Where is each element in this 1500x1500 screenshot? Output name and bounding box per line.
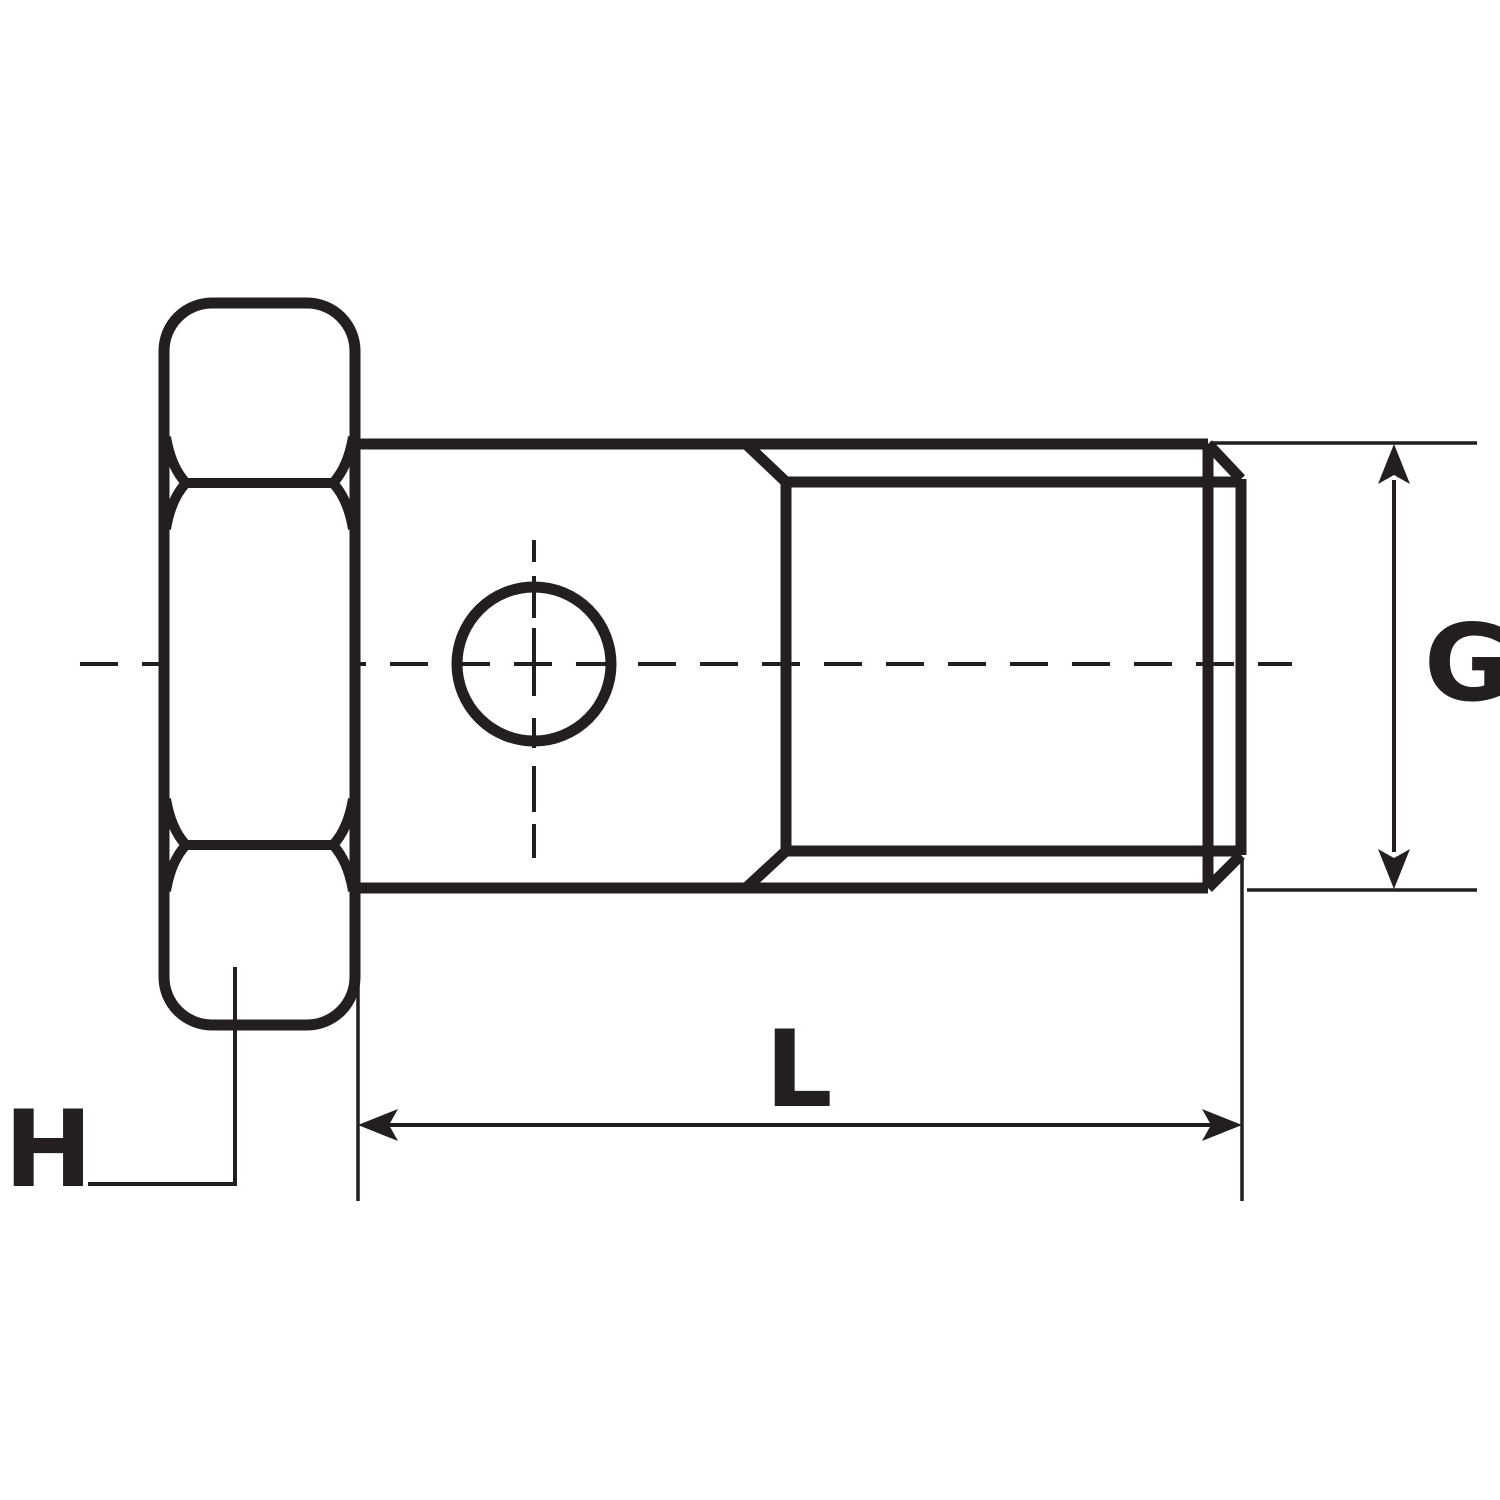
l-arrow-left	[358, 1109, 398, 1141]
g-dimension	[1212, 441, 1477, 892]
cross-hole-circle	[451, 581, 617, 747]
shank-outline	[352, 438, 1214, 894]
l-label: L	[765, 1008, 833, 1131]
bolt-linework	[80, 297, 1477, 1201]
dimension-labels: G L H	[4, 602, 1500, 1211]
dimension-arrowheads	[358, 444, 1410, 1141]
h-leader-line	[88, 967, 237, 1186]
end-chamfer-top	[1203, 440, 1246, 483]
thread-runout-chamfer-bottom	[742, 846, 790, 893]
l-dimension	[356, 860, 1244, 1201]
h-label: H	[4, 1088, 93, 1211]
g-label: G	[1424, 602, 1500, 725]
hex-facet-separators	[186, 478, 333, 850]
thread-runout-chamfer-top	[742, 440, 790, 486]
end-chamfer-bottom	[1204, 851, 1245, 892]
l-arrow-right	[1202, 1109, 1242, 1141]
g-arrow-down	[1378, 849, 1410, 889]
thread-section	[742, 440, 1247, 893]
g-arrow-up	[1378, 444, 1410, 484]
hex-head-outline	[158, 297, 361, 1031]
